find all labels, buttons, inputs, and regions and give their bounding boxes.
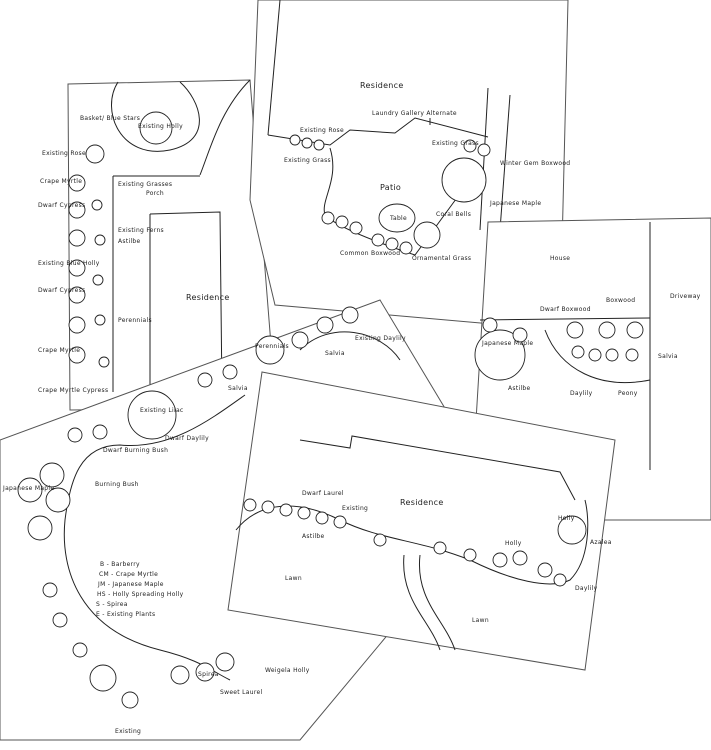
label: Salvia — [658, 353, 678, 360]
label: Lawn — [472, 617, 489, 624]
label: Dwarf Burning Bush — [103, 447, 168, 454]
front-shrubs — [243, 498, 567, 587]
label: Spirea — [198, 671, 219, 678]
label: Astilbe — [118, 238, 141, 245]
porch-plan-sheet: Basket/ Blue Stars Existing Holly Existi… — [38, 79, 277, 411]
legend-item: S - Spirea — [96, 601, 128, 608]
pond-shrubs — [42, 306, 359, 709]
label: Patio — [380, 183, 401, 192]
label: Table — [389, 215, 407, 222]
label: Japanese Maple — [481, 340, 533, 347]
label: Peony — [618, 390, 638, 397]
label: Salvia — [325, 350, 345, 357]
label: Boxwood — [606, 297, 635, 304]
label: Ornamental Grass — [412, 255, 471, 262]
label: House — [550, 255, 570, 262]
house-shrubs — [482, 317, 644, 362]
front-plan-sheet: Residence Dwarf Laurel Existing Astilbe … — [227, 371, 616, 671]
label: Crape Myrtle — [40, 178, 82, 185]
label: Japanese Maple — [489, 200, 541, 207]
label: Holly — [505, 540, 522, 547]
label: Azalea — [590, 539, 612, 546]
legend-item: JM - Japanese Maple — [97, 581, 164, 588]
label: Driveway — [670, 293, 701, 300]
label: Common Boxwood — [340, 250, 400, 257]
label: Lawn — [285, 575, 302, 582]
label: Daylily — [570, 390, 593, 397]
label: Astilbe — [508, 385, 531, 392]
legend-item: E - Existing Plants — [96, 611, 155, 618]
label: Residence — [186, 293, 230, 302]
label: Dwarf Daylily — [165, 435, 209, 442]
label: Existing Grass — [284, 157, 331, 164]
label: Residence — [360, 81, 404, 90]
label: Weigela Holly — [265, 667, 310, 674]
label: Existing Blue Holly — [38, 260, 100, 267]
label: Dwarf Laurel — [302, 490, 344, 497]
label: Perennials — [255, 343, 289, 350]
label: Existing Grass — [432, 140, 479, 147]
label: Existing Ferns — [118, 227, 164, 234]
label: Basket/ Blue Stars — [80, 115, 140, 122]
label: Dwarf Boxwood — [540, 306, 591, 313]
label: Crape Myrtle — [38, 347, 80, 354]
label: Existing Grasses — [118, 181, 172, 188]
label: Dwarf Cypress — [38, 202, 85, 209]
label: Perennials — [118, 317, 152, 324]
label: Burning Bush — [95, 481, 139, 488]
legend-item: B - Barberry — [100, 561, 140, 568]
plant-legend: B - Barberry CM - Crape Myrtle JM - Japa… — [96, 561, 184, 618]
label: Daylily — [575, 585, 598, 592]
label: Existing Holly — [138, 123, 183, 130]
label: Coral Bells — [436, 211, 471, 218]
label: Existing — [342, 505, 368, 512]
label: Existing Rose — [42, 150, 86, 157]
label: Crape Myrtle Cypress — [38, 387, 108, 394]
label: Existing — [115, 728, 141, 735]
porch-shrubs — [68, 144, 110, 368]
label: Winter Gem Boxwood — [500, 160, 570, 167]
label: Sweet Laurel — [220, 689, 263, 696]
label: Porch — [146, 190, 164, 197]
patio-shrubs — [289, 134, 491, 255]
label: Astilbe — [302, 533, 325, 540]
label: Dwarf Cypress — [38, 287, 85, 294]
label: Laundry Gallery Alternate — [372, 110, 457, 117]
label: Salvia — [228, 385, 248, 392]
label: Existing Lilac — [140, 407, 184, 414]
label: Existing Rose — [300, 127, 344, 134]
label: Holly — [558, 515, 575, 522]
label: Japanese Maple — [2, 485, 54, 492]
label: Existing Daylily — [355, 335, 406, 342]
legend-item: HS - Holly Spreading Holly — [97, 591, 184, 598]
label: Residence — [400, 498, 444, 507]
legend-item: CM - Crape Myrtle — [99, 571, 158, 578]
